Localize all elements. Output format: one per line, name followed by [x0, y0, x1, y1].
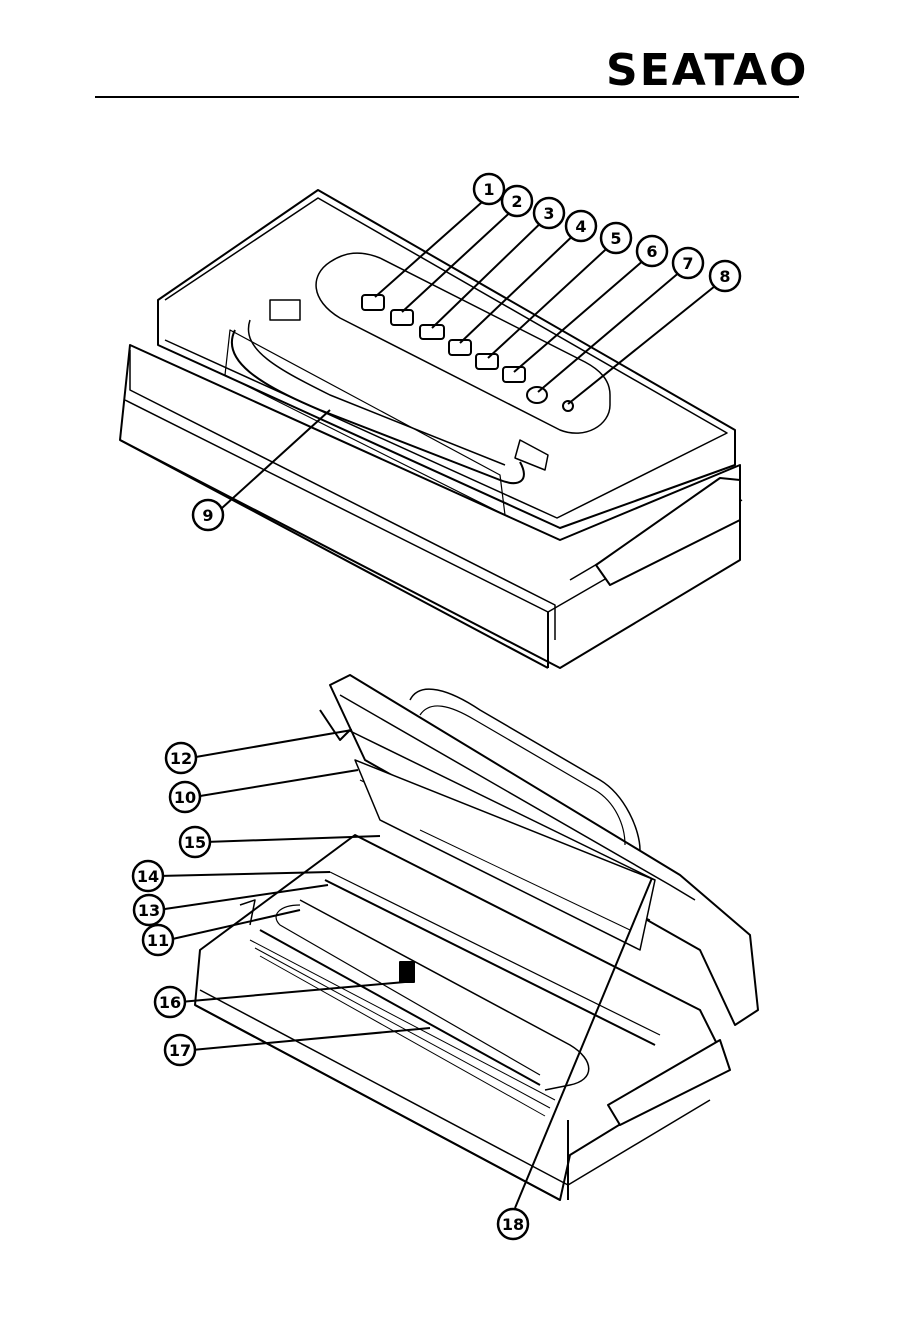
callout-label-7: 7 [682, 254, 693, 273]
callout-label-13: 13 [138, 901, 160, 920]
callout-label-14: 14 [137, 867, 159, 886]
callout-label-18: 18 [502, 1215, 524, 1234]
callout-label-4: 4 [575, 217, 586, 236]
callout-label-15: 15 [184, 833, 206, 852]
callout-label-5: 5 [610, 229, 621, 248]
callout-label-1: 1 [483, 180, 494, 199]
callout-label-11: 11 [147, 931, 169, 950]
callout-label-17: 17 [169, 1041, 191, 1060]
callout-label-3: 3 [543, 204, 554, 223]
callout-label-6: 6 [646, 242, 657, 261]
callout-label-16: 16 [159, 993, 181, 1012]
callout-label-2: 2 [511, 192, 522, 211]
callout-label-12: 12 [170, 749, 192, 768]
open-view-figure [195, 675, 758, 1200]
callout-label-8: 8 [719, 267, 730, 286]
callout-label-9: 9 [202, 506, 213, 525]
callout-label-10: 10 [174, 788, 196, 807]
